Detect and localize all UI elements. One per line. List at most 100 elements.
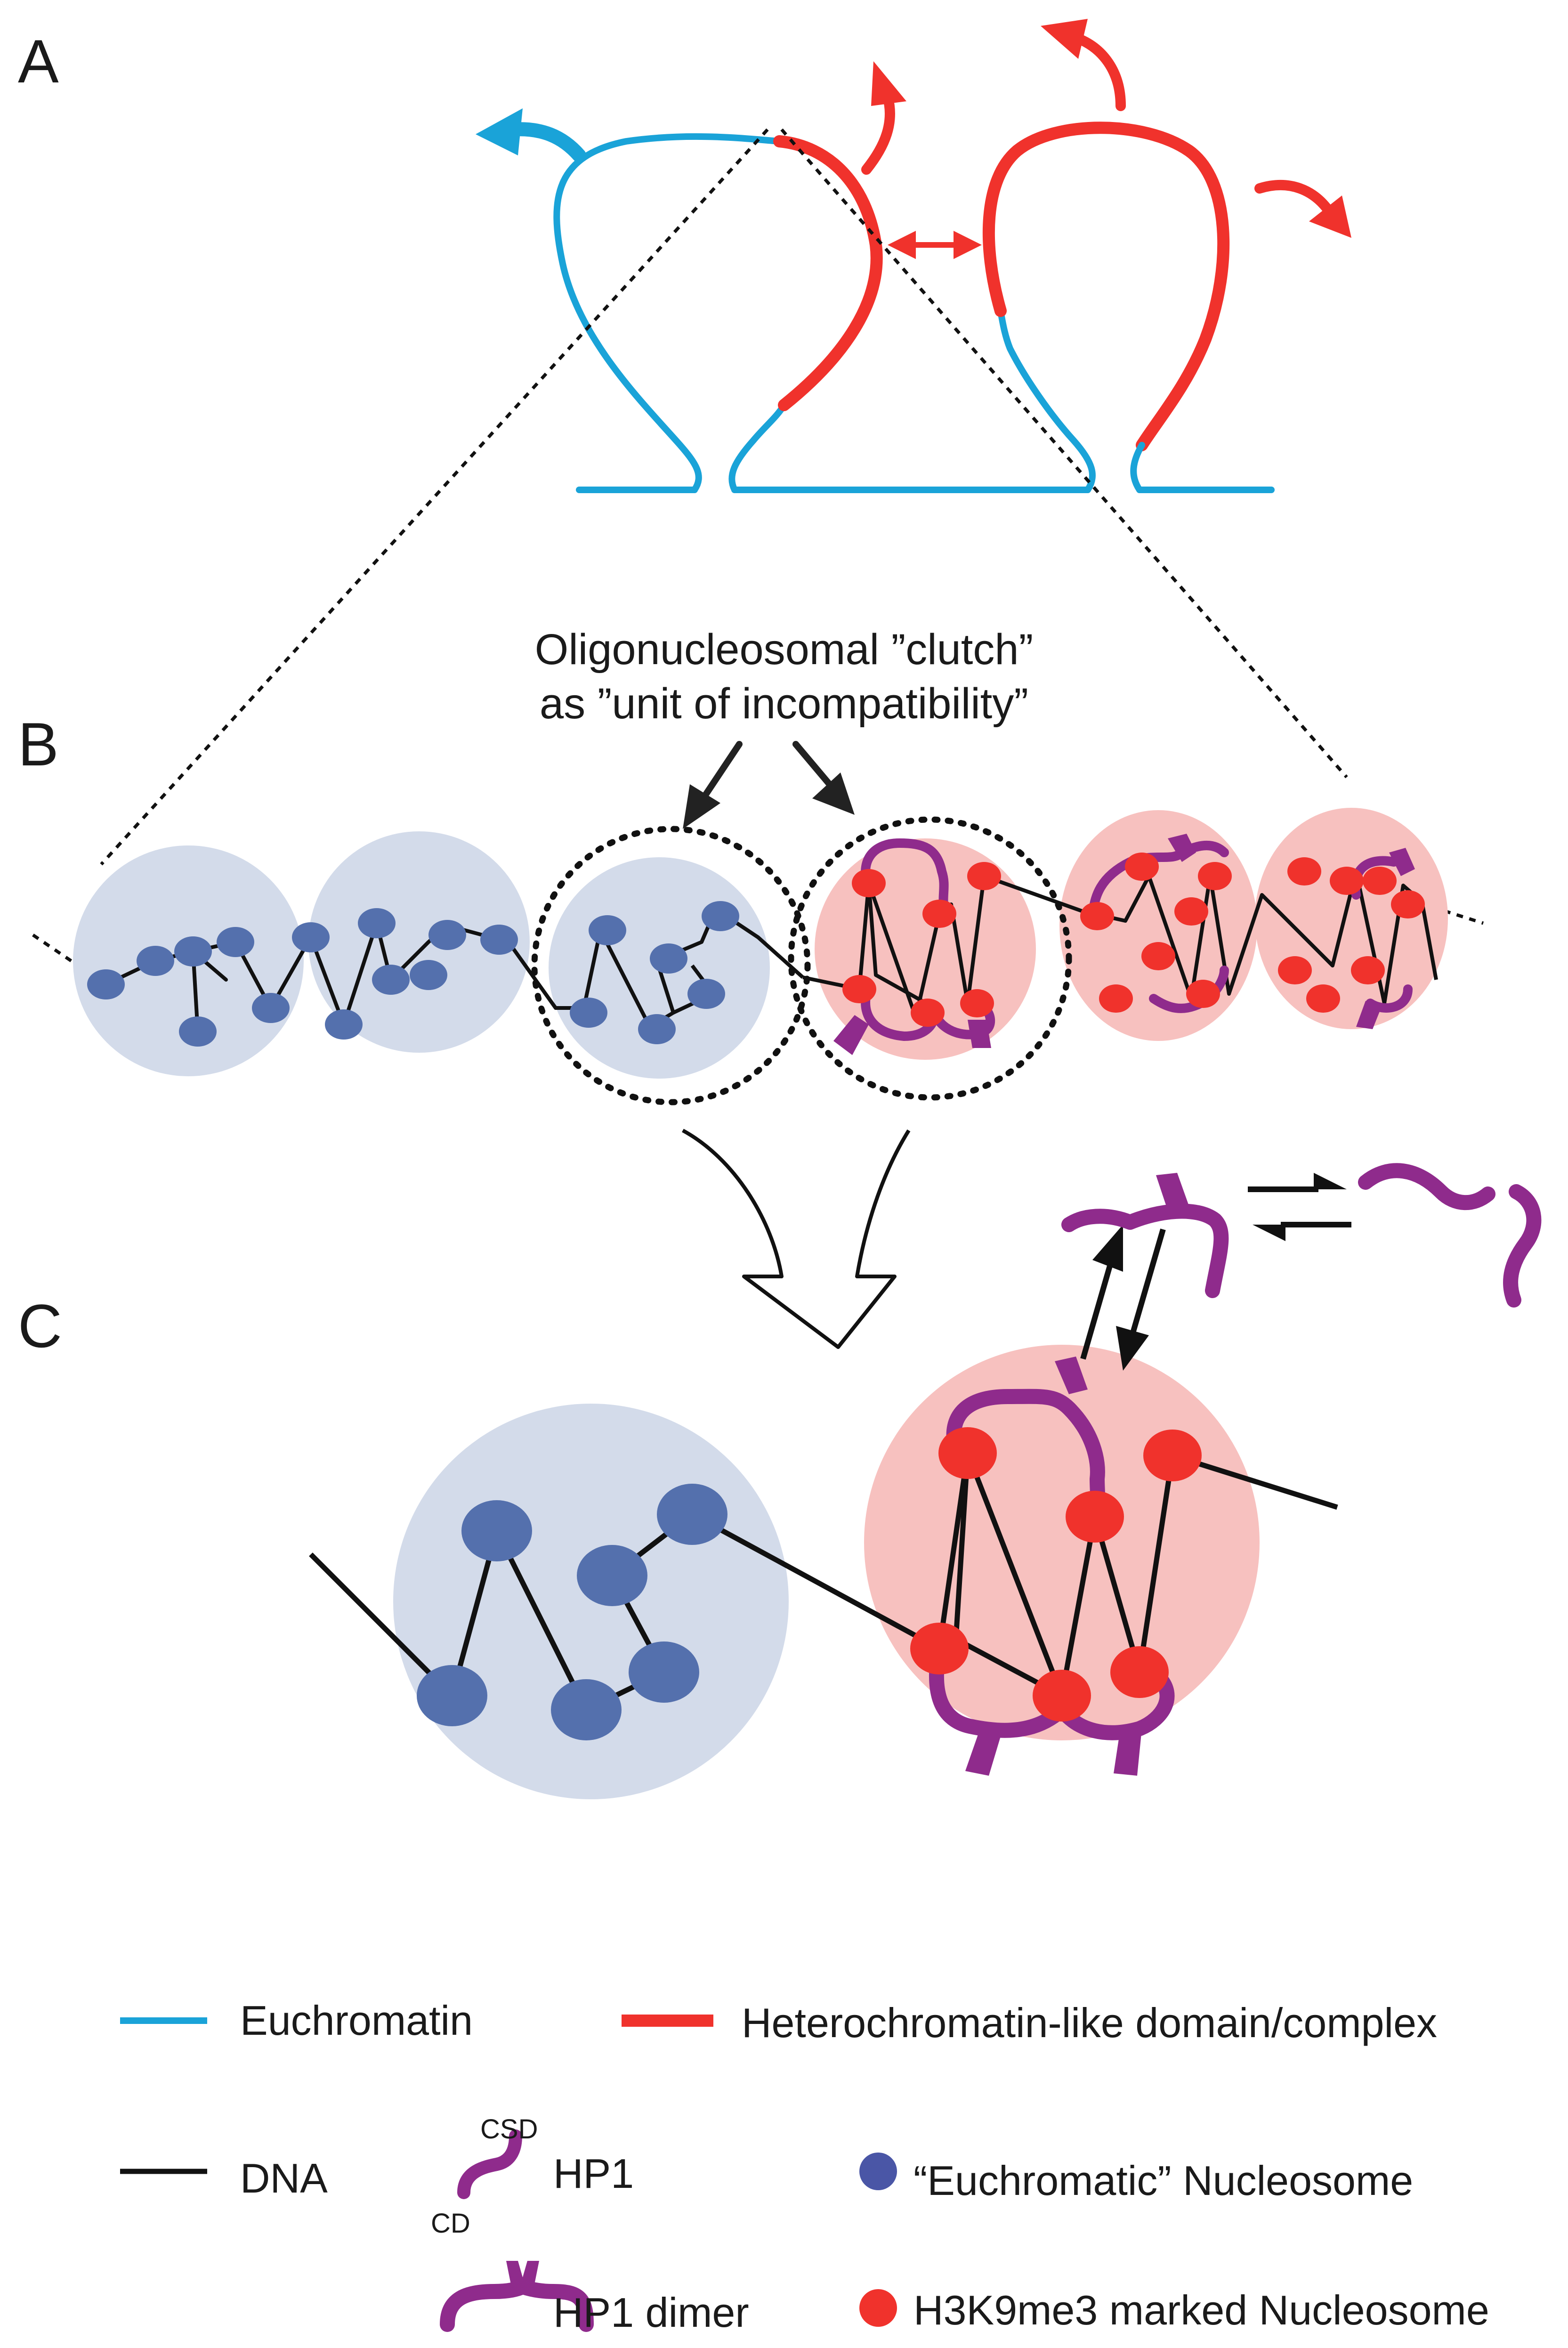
h3k9me3-nucleosome <box>1363 867 1397 895</box>
euchromatic-nucleosome <box>551 1679 622 1740</box>
euchromatin-clutch-2 <box>308 831 530 1053</box>
euchromatic-nucleosome <box>650 943 687 974</box>
euchromatic-nucleosome <box>657 1484 727 1545</box>
zoom-lines <box>100 128 1348 866</box>
h3k9me3-nucleosome <box>922 900 956 928</box>
exchange-arrow-down <box>1127 1228 1166 1343</box>
free-hp1 <box>1061 1163 1542 1308</box>
h3k9me3-nucleosome <box>1351 956 1385 984</box>
legend-h3k9me3-nucleosome-swatch <box>859 2289 897 2327</box>
panel-label-a: A <box>18 27 59 96</box>
panel-b-hp1-dimer-marks <box>833 834 1415 1055</box>
hp1-dimer-mark <box>833 1015 869 1055</box>
legend: Euchromatin Heterochromatin-like domain/… <box>120 1997 1489 2336</box>
right-loop-euchromatin <box>997 308 1096 493</box>
euchromatic-nucleosome <box>461 1500 532 1561</box>
euchromatic-nucleosome <box>570 998 607 1028</box>
exchange-arrow-right-head <box>1314 1173 1347 1189</box>
euchromatic-nucleosome <box>629 1641 699 1703</box>
legend-hp1-dimer-label: HP1 dimer <box>553 2289 749 2336</box>
euchromatic-nucleosome <box>87 969 125 999</box>
red-arrow-1-head <box>871 61 906 106</box>
panel-a-loops <box>553 122 1275 493</box>
caption-arrow-left-head <box>683 784 720 829</box>
panel-label-c: C <box>18 1292 62 1360</box>
h3k9me3-nucleosome <box>1391 890 1425 918</box>
left-loop-euchromatin-lower-right <box>728 402 787 493</box>
red-double-arrow-head-right <box>954 231 982 259</box>
h3k9me3-nucleosome <box>852 869 886 897</box>
legend-hp1-dimer-swatch <box>440 2278 594 2332</box>
hp1-dimer-mark <box>965 1724 1003 1776</box>
euchromatic-nucleosome <box>358 908 396 938</box>
euchromatic-nucleosome <box>480 925 518 955</box>
panel-b-nucleosomes-blue <box>87 901 739 1047</box>
euchromatic-nucleosome <box>372 965 410 995</box>
euchromatic-nucleosome <box>174 936 212 967</box>
blue-arrow-head <box>476 108 523 155</box>
h3k9me3-nucleosome <box>911 999 945 1027</box>
h3k9me3-nucleosome <box>1287 857 1321 886</box>
legend-hp1-csd-label: CSD <box>480 2114 538 2145</box>
caption-arrows <box>683 741 855 829</box>
panel-c-nucleosomes-blue <box>417 1484 727 1740</box>
panel-b-nucleosomes-red <box>842 853 1425 1027</box>
panel-c-hp1-dimer-marks <box>965 1357 1142 1776</box>
left-loop-heterochromatin <box>773 135 883 411</box>
zoom-line-left <box>100 128 769 866</box>
fiber-end-left <box>32 934 107 986</box>
h3k9me3-nucleosome <box>842 975 876 1003</box>
h3k9me3-nucleosome <box>1330 867 1364 895</box>
red-double-arrow-head-left <box>888 231 916 259</box>
h3k9me3-nucleosome <box>1066 1491 1124 1543</box>
h3k9me3-nucleosome <box>1174 897 1208 926</box>
hp1-dimer-mark <box>1055 1357 1088 1394</box>
euchromatic-nucleosome <box>428 920 466 950</box>
panel-c-nucleosomes-red <box>910 1427 1202 1722</box>
clutch-outline-heterochromatic <box>788 816 1072 1101</box>
hp1-monomer-free-2 <box>1503 1184 1542 1308</box>
clutch-caption-line1: Oligonucleosomal ”clutch” <box>535 626 1033 674</box>
h3k9me3-nucleosome <box>1110 1646 1169 1698</box>
euchromatic-nucleosome <box>589 915 626 945</box>
exchange-arrow-down-head <box>1116 1326 1149 1371</box>
legend-euchromatin-label: Euchromatin <box>240 1997 473 2044</box>
h3k9me3-nucleosome <box>1080 902 1114 930</box>
caption-arrow-right <box>792 741 837 792</box>
exchange-arrows <box>1080 1173 1351 1371</box>
exchange-arrow-up-head <box>1092 1225 1123 1272</box>
right-loop-euchromatin-lower-right <box>1130 442 1145 493</box>
red-arrow-2-head <box>1041 19 1088 59</box>
clutch-outline-euchromatic <box>531 826 811 1105</box>
blue-arrow <box>504 122 586 162</box>
hp1-detail-bottom-left <box>929 1641 1069 1738</box>
hp1-detail-top <box>946 1389 1106 1524</box>
legend-heterochromatin-label: Heterochromatin-like domain/complex <box>742 1999 1437 2046</box>
legend-hp1-label: HP1 <box>553 2150 634 2197</box>
clutch-caption-line2: as ”unit of incompatibility” <box>540 680 1028 728</box>
h3k9me3-nucleosome <box>1141 942 1175 970</box>
panel-label-b: B <box>18 710 59 779</box>
h3k9me3-nucleosome <box>960 989 994 1017</box>
euchromatic-nucleosome <box>687 979 725 1009</box>
hp1-monomer-free-1 <box>1358 1163 1495 1211</box>
right-loop-heterochromatin <box>982 122 1230 451</box>
euchromatic-nucleosome <box>292 922 330 952</box>
legend-euchromatic-nucleosome-label: “Euchromatic” Nucleosome <box>913 2157 1413 2204</box>
red-arrow-3-head <box>1309 195 1351 238</box>
euchromatic-nucleosome <box>217 927 254 957</box>
h3k9me3-nucleosome <box>1198 862 1232 890</box>
euchromatic-nucleosome <box>179 1016 217 1047</box>
red-arrow-3 <box>1254 180 1333 215</box>
dna-segment-red-2 <box>867 883 936 1010</box>
panel-c <box>309 1163 1542 1799</box>
euchromatic-nucleosome <box>137 946 174 976</box>
hp1-dimer-mark <box>1114 1726 1142 1776</box>
h3k9me3-nucleosome <box>1033 1670 1091 1722</box>
red-arrow-1 <box>861 91 895 175</box>
h3k9me3-nucleosome <box>1306 984 1340 1013</box>
h3k9me3-nucleosome <box>1125 853 1159 881</box>
zoom-line-right <box>780 128 1348 779</box>
h3k9me3-nucleosome <box>938 1427 997 1479</box>
